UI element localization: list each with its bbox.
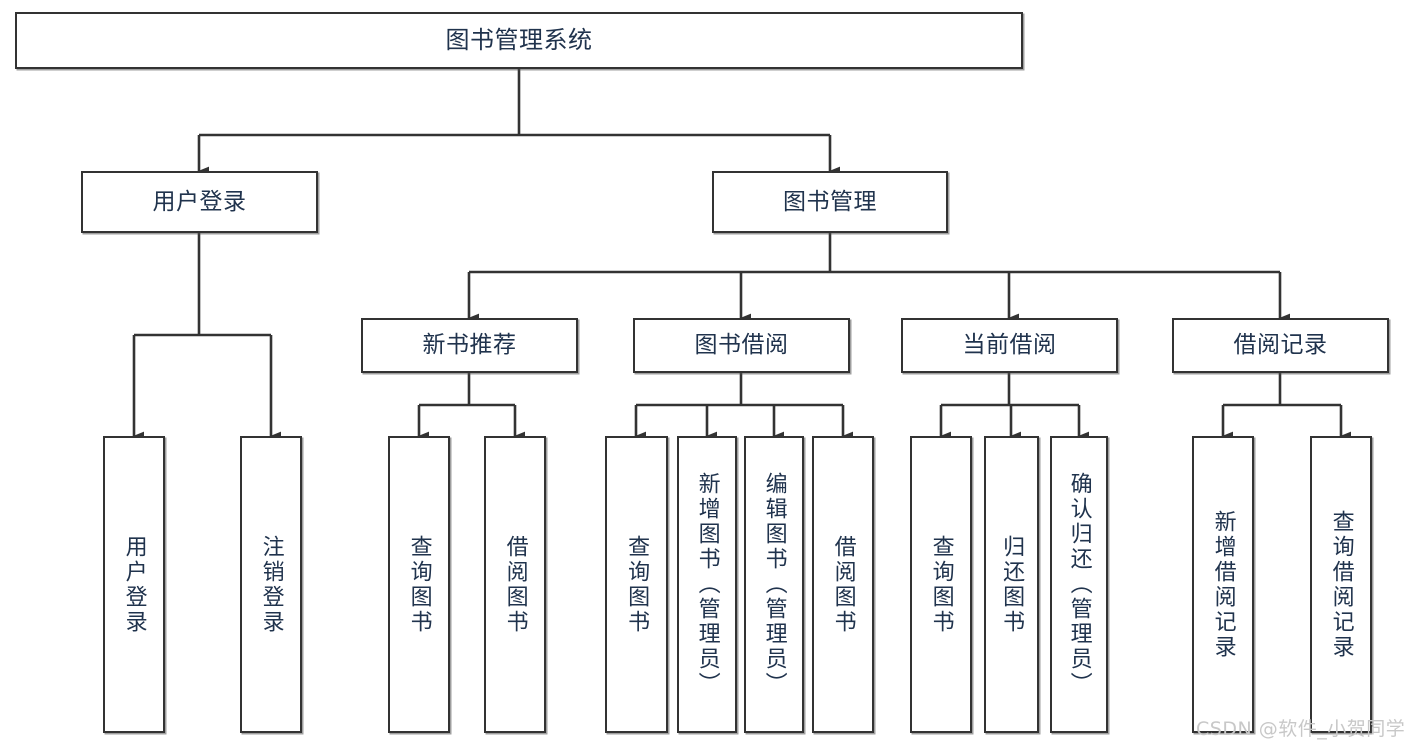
node-leaf-query-book-2[interactable]: 查询图书 <box>605 436 668 733</box>
node-new-book-recommend-label: 新书推荐 <box>422 332 517 359</box>
node-leaf-query-record[interactable]: 查询借阅记录 <box>1310 436 1372 733</box>
node-current-borrow-label: 当前借阅 <box>962 332 1057 359</box>
node-leaf-query-book-3-label: 查询图书 <box>928 534 954 635</box>
node-leaf-confirm-return-label: 确认归还（管理员） <box>1066 472 1092 697</box>
node-leaf-query-book-1-label: 查询图书 <box>406 534 432 635</box>
node-user-login[interactable]: 用户登录 <box>81 171 318 233</box>
node-leaf-add-record[interactable]: 新增借阅记录 <box>1192 436 1254 733</box>
node-leaf-confirm-return[interactable]: 确认归还（管理员） <box>1050 436 1108 733</box>
node-book-borrow-label: 图书借阅 <box>694 332 789 359</box>
node-leaf-add-record-label: 新增借阅记录 <box>1210 509 1236 660</box>
node-leaf-user-login-label: 用户登录 <box>121 534 147 635</box>
node-leaf-edit-book[interactable]: 编辑图书（管理员） <box>744 436 804 733</box>
node-leaf-logout-login[interactable]: 注销登录 <box>240 436 302 733</box>
node-leaf-user-login[interactable]: 用户登录 <box>103 436 165 733</box>
node-current-borrow[interactable]: 当前借阅 <box>901 318 1118 373</box>
node-leaf-edit-book-label: 编辑图书（管理员） <box>761 472 787 697</box>
node-leaf-borrow-book-2[interactable]: 借阅图书 <box>812 436 874 733</box>
node-leaf-borrow-book-2-label: 借阅图书 <box>830 534 856 635</box>
node-borrow-record[interactable]: 借阅记录 <box>1172 318 1389 373</box>
node-new-book-recommend[interactable]: 新书推荐 <box>361 318 578 373</box>
node-user-login-label: 用户登录 <box>152 188 247 215</box>
node-leaf-query-book-1[interactable]: 查询图书 <box>388 436 450 733</box>
node-root[interactable]: 图书管理系统 <box>15 12 1023 69</box>
node-leaf-logout-login-label: 注销登录 <box>258 534 284 635</box>
node-leaf-add-book-label: 新增图书（管理员） <box>694 472 720 697</box>
node-leaf-add-book[interactable]: 新增图书（管理员） <box>677 436 737 733</box>
node-leaf-return-book[interactable]: 归还图书 <box>984 436 1039 733</box>
csdn-watermark: CSDN @软件_小贺同学 <box>1196 718 1405 740</box>
node-leaf-borrow-book-1-label: 借阅图书 <box>502 534 528 635</box>
node-leaf-query-book-3[interactable]: 查询图书 <box>910 436 972 733</box>
node-leaf-query-record-label: 查询借阅记录 <box>1328 509 1354 660</box>
node-book-borrow[interactable]: 图书借阅 <box>633 318 850 373</box>
node-borrow-record-label: 借阅记录 <box>1233 332 1328 359</box>
node-leaf-borrow-book-1[interactable]: 借阅图书 <box>484 436 546 733</box>
node-book-manage-label: 图书管理 <box>783 188 877 215</box>
node-leaf-return-book-label: 归还图书 <box>999 534 1025 635</box>
node-book-manage[interactable]: 图书管理 <box>712 171 948 233</box>
node-root-label: 图书管理系统 <box>445 25 593 54</box>
node-leaf-query-book-2-label: 查询图书 <box>624 534 650 635</box>
connector-edges <box>132 69 1352 441</box>
